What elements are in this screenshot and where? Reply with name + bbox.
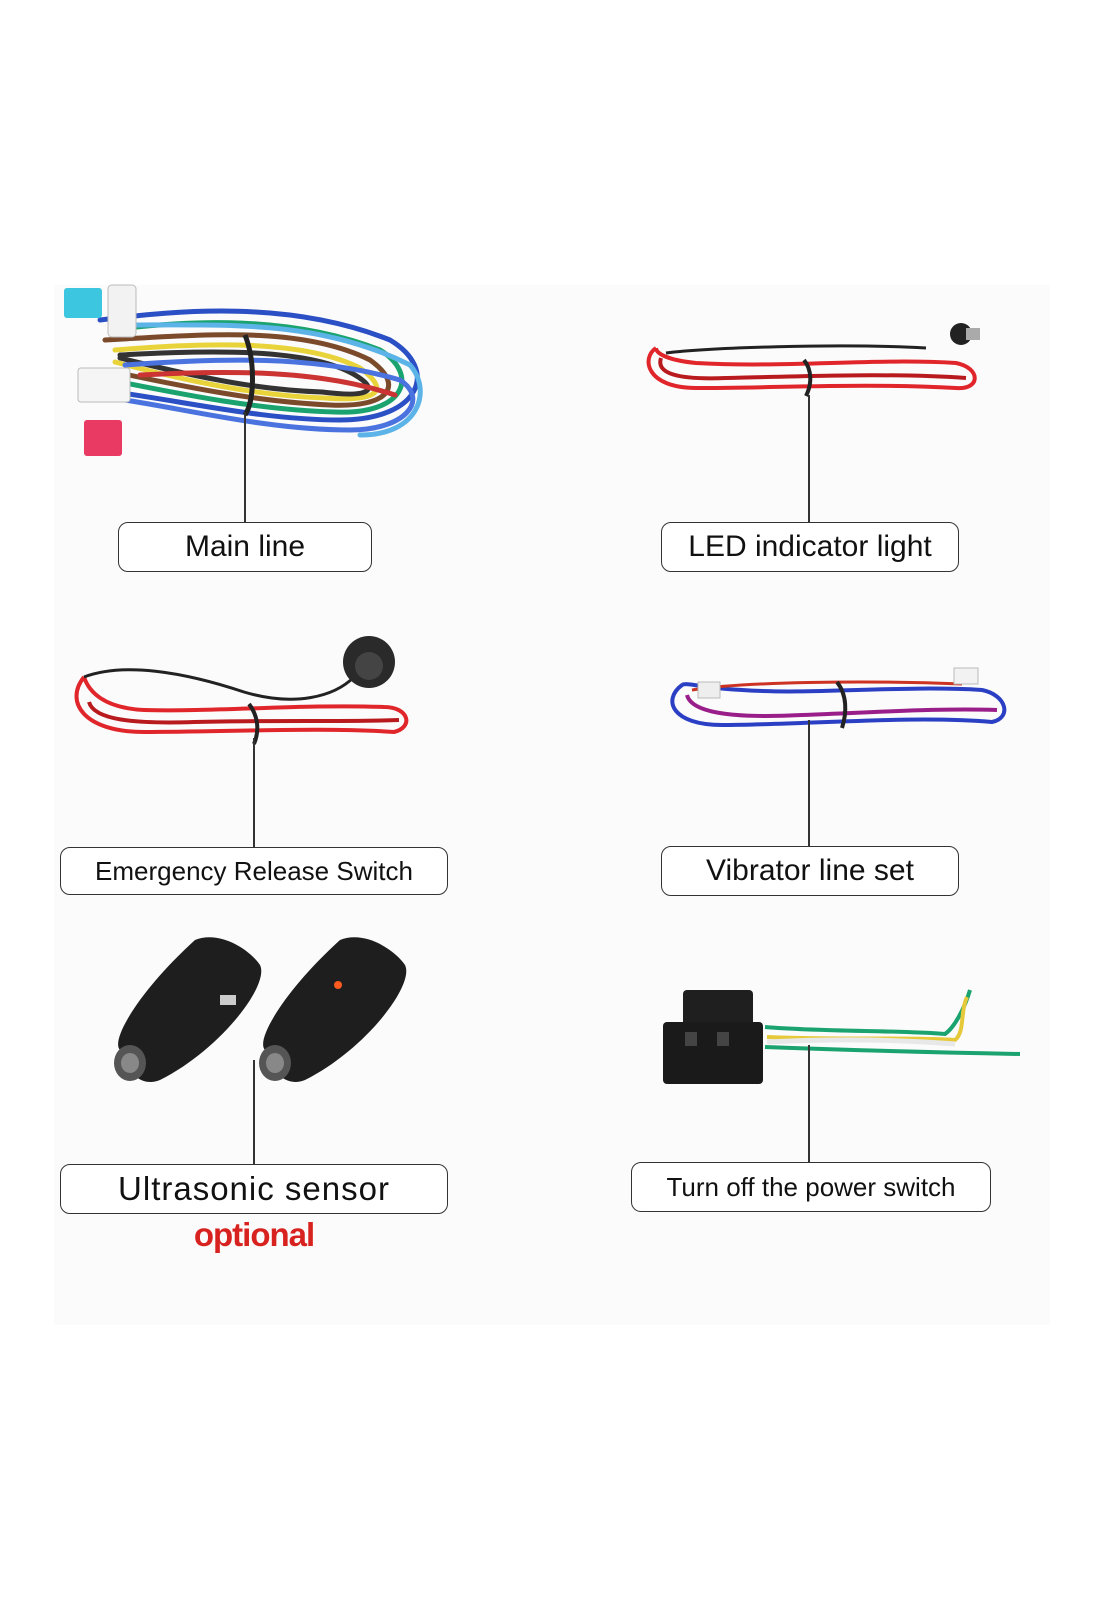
ultrasonic-sensor-icon (114, 937, 407, 1082)
leader-line (253, 1060, 255, 1165)
leader-line (808, 395, 810, 523)
leader-line (244, 412, 246, 522)
leader-line (808, 720, 810, 847)
optional-note: optional (193, 1216, 315, 1253)
power-switch-text: Turn off the power switch (666, 1171, 956, 1202)
wire-harness-icon (64, 284, 423, 456)
main-line-text: Main line (184, 530, 306, 563)
power-switch-label: Turn off the power switch (631, 1162, 991, 1212)
vibrator-lineset-icon (670, 667, 1007, 729)
led-indicator-icon (646, 323, 980, 397)
led-indicator-label: LED indicator light (661, 522, 959, 572)
vibrator-lineset-text: Vibrator line set (706, 854, 914, 887)
leader-line (808, 1045, 810, 1163)
emergency-release-text: Emergency Release Switch (95, 855, 413, 886)
main-line-label: Main line (118, 522, 372, 572)
product-panel (54, 285, 1050, 1325)
ultrasonic-sensor-text: Ultrasonic sensor (118, 1170, 390, 1207)
leader-line (253, 738, 255, 848)
relay-socket-icon (663, 989, 1021, 1084)
release-switch-icon (74, 636, 409, 745)
emergency-release-label: Emergency Release Switch (60, 847, 448, 895)
ultrasonic-sensor-label: Ultrasonic sensor (60, 1164, 448, 1214)
led-indicator-text: LED indicator light (688, 530, 932, 563)
vibrator-lineset-label: Vibrator line set (661, 846, 959, 896)
